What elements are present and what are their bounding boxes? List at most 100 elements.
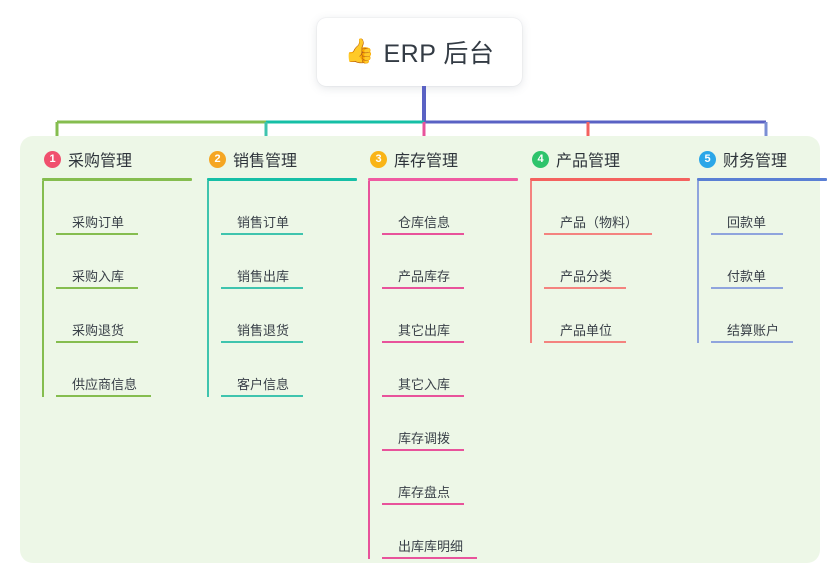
column-rule-1 xyxy=(42,178,192,181)
column-header-3[interactable]: 3 库存管理 xyxy=(368,146,518,172)
thumbs-up-icon: 👍 xyxy=(344,38,375,65)
column-spine-4 xyxy=(530,181,532,343)
column-header-4[interactable]: 4 产品管理 xyxy=(530,146,690,172)
leaf-item-rule xyxy=(221,287,303,289)
column-rule-4 xyxy=(530,178,690,181)
root-node[interactable]: 👍 ERP 后台 xyxy=(317,18,522,86)
leaf-item-rule xyxy=(56,341,138,343)
leaf-item[interactable]: 付款单 xyxy=(711,235,827,289)
column-items-2: 销售订单销售出库销售退货客户信息 xyxy=(207,181,357,397)
leaf-item[interactable]: 回款单 xyxy=(711,181,827,235)
leaf-item[interactable]: 结算账户 xyxy=(711,289,827,343)
leaf-item-rule xyxy=(56,233,138,235)
leaf-item-label: 产品（物料） xyxy=(560,215,639,230)
leaf-item-rule xyxy=(221,395,303,397)
leaf-item-rule xyxy=(382,341,464,343)
leaf-item-rule xyxy=(382,233,464,235)
leaf-item-rule xyxy=(56,395,151,397)
column-header-2[interactable]: 2 销售管理 xyxy=(207,146,357,172)
column-items-1: 采购订单采购入库采购退货供应商信息 xyxy=(42,181,192,397)
leaf-item-label: 产品库存 xyxy=(398,269,451,284)
column-2: 2 销售管理销售订单销售出库销售退货客户信息 xyxy=(207,146,357,397)
leaf-item-rule xyxy=(382,395,464,397)
column-title-1: 采购管理 xyxy=(68,153,133,170)
column-badge-2: 2 xyxy=(209,150,226,168)
leaf-item-label: 采购退货 xyxy=(72,323,125,338)
leaf-item-label: 供应商信息 xyxy=(72,377,138,392)
leaf-item[interactable]: 采购入库 xyxy=(56,235,192,289)
leaf-item-rule xyxy=(544,341,626,343)
column-rule-2 xyxy=(207,178,357,181)
column-badge-3: 3 xyxy=(370,150,387,168)
leaf-item[interactable]: 供应商信息 xyxy=(56,343,192,397)
column-items-3: 仓库信息产品库存其它出库其它入库库存调拨库存盘点出库库明细 xyxy=(368,181,518,559)
leaf-item-rule xyxy=(221,233,303,235)
column-badge-4: 4 xyxy=(532,150,549,168)
leaf-item-label: 产品单位 xyxy=(560,323,613,338)
leaf-item-label: 销售订单 xyxy=(237,215,290,230)
column-title-3: 库存管理 xyxy=(394,153,459,170)
column-spine-1 xyxy=(42,181,44,397)
column-1: 1 采购管理采购订单采购入库采购退货供应商信息 xyxy=(42,146,192,397)
leaf-item-rule xyxy=(711,287,783,289)
leaf-item-label: 采购入库 xyxy=(72,269,125,284)
diagram-panel xyxy=(20,136,820,563)
leaf-item-rule xyxy=(544,287,626,289)
column-badge-1: 1 xyxy=(44,150,61,168)
column-3: 3 库存管理仓库信息产品库存其它出库其它入库库存调拨库存盘点出库库明细 xyxy=(368,146,518,559)
column-header-5[interactable]: 5 财务管理 xyxy=(697,146,827,172)
leaf-item-label: 销售出库 xyxy=(237,269,290,284)
leaf-item[interactable]: 产品库存 xyxy=(382,235,518,289)
leaf-item-rule xyxy=(711,233,783,235)
column-badge-5: 5 xyxy=(699,150,716,168)
column-title-5: 财务管理 xyxy=(723,153,788,170)
leaf-item[interactable]: 出库库明细 xyxy=(382,505,518,559)
leaf-item[interactable]: 产品（物料） xyxy=(544,181,690,235)
leaf-item-rule xyxy=(221,341,303,343)
leaf-item-label: 回款单 xyxy=(727,215,767,230)
leaf-item-label: 销售退货 xyxy=(237,323,290,338)
column-title-4: 产品管理 xyxy=(556,153,621,170)
column-spine-5 xyxy=(697,181,699,343)
leaf-item-rule xyxy=(544,233,652,235)
column-rule-5 xyxy=(697,178,827,181)
leaf-item-rule xyxy=(382,287,464,289)
leaf-item[interactable]: 销售订单 xyxy=(221,181,357,235)
leaf-item[interactable]: 库存调拨 xyxy=(382,397,518,451)
leaf-item-label: 仓库信息 xyxy=(398,215,451,230)
leaf-item[interactable]: 销售出库 xyxy=(221,235,357,289)
column-title-2: 销售管理 xyxy=(233,153,298,170)
leaf-item-label: 库存盘点 xyxy=(398,485,451,500)
column-spine-2 xyxy=(207,181,209,397)
leaf-item-rule xyxy=(56,287,138,289)
leaf-item-label: 库存调拨 xyxy=(398,431,451,446)
column-4: 4 产品管理产品（物料） 产品分类产品单位 xyxy=(530,146,690,343)
leaf-item[interactable]: 产品分类 xyxy=(544,235,690,289)
leaf-item-label: 结算账户 xyxy=(727,323,780,338)
leaf-item[interactable]: 产品单位 xyxy=(544,289,690,343)
leaf-item-label: 其它入库 xyxy=(398,377,451,392)
leaf-item[interactable]: 客户信息 xyxy=(221,343,357,397)
root-title: ERP 后台 xyxy=(383,40,495,68)
leaf-item[interactable]: 其它出库 xyxy=(382,289,518,343)
leaf-item-label: 付款单 xyxy=(727,269,767,284)
column-header-1[interactable]: 1 采购管理 xyxy=(42,146,192,172)
leaf-item-rule xyxy=(382,503,464,505)
leaf-item-label: 其它出库 xyxy=(398,323,451,338)
column-spine-3 xyxy=(368,181,370,559)
leaf-item[interactable]: 其它入库 xyxy=(382,343,518,397)
leaf-item[interactable]: 销售退货 xyxy=(221,289,357,343)
leaf-item[interactable]: 采购订单 xyxy=(56,181,192,235)
column-items-4: 产品（物料） 产品分类产品单位 xyxy=(530,181,690,343)
leaf-item-label: 客户信息 xyxy=(237,377,290,392)
leaf-item-label: 产品分类 xyxy=(560,269,613,284)
leaf-item[interactable]: 采购退货 xyxy=(56,289,192,343)
leaf-item-label: 出库库明细 xyxy=(398,539,464,554)
column-items-5: 回款单付款单结算账户 xyxy=(697,181,827,343)
leaf-item[interactable]: 库存盘点 xyxy=(382,451,518,505)
leaf-item-rule xyxy=(382,557,477,559)
leaf-item[interactable]: 仓库信息 xyxy=(382,181,518,235)
column-5: 5 财务管理回款单付款单结算账户 xyxy=(697,146,827,343)
leaf-item-rule xyxy=(711,341,793,343)
